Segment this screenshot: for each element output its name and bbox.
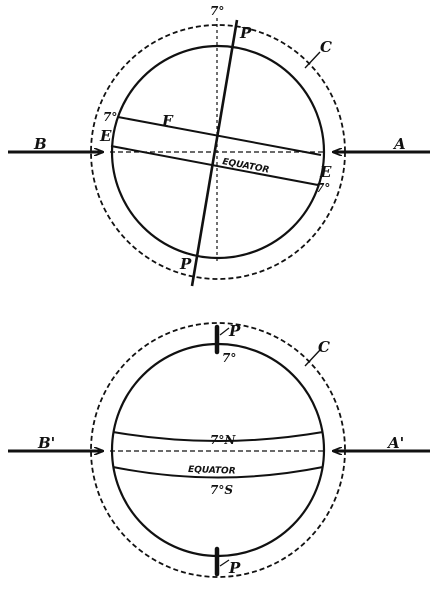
top-polar-axis [190,19,239,287]
top-equator-e-left-label: E [99,127,112,145]
top-band-f-label: F [161,112,174,130]
top-arrow-b-label: B [33,135,47,153]
bottom-pole-bottom-label: P [228,559,241,577]
bottom-c-pointer [304,349,321,367]
bottom-outer-dashed-circle [90,322,346,578]
top-arrow-a-label: A [392,135,406,153]
bottom-pole-bottom-pointer [219,559,230,567]
top-tilted-band-lower-line [110,145,319,186]
bottom-degree-pole-label: 7° [222,351,236,365]
bottom-band-north-label: 7°N [210,433,236,447]
top-figure: B A C P P F E E 7° 7° 7° EQUATOR [8,4,430,287]
bottom-band-upper-curve [112,431,324,442]
top-c-pointer [304,51,321,69]
top-degree-right-label: 7° [316,181,330,195]
bottom-inner-circle [110,342,326,558]
bottom-equator-text: EQUATOR [188,465,236,477]
bottom-figure: B' A' C P P 7° 7°N 7°S EQUATOR [8,322,430,578]
bottom-band-lower-curve [112,466,324,479]
bottom-pole-top-label: P [228,322,241,340]
bottom-arrow-b-prime-label: B' [37,434,55,452]
top-pole-top-label: P [239,24,252,42]
top-degree-left-label: 7° [103,110,117,124]
top-pole-bottom-label: P [179,255,192,273]
top-tilted-band-upper-line [117,116,322,156]
bottom-circle-c-label: C [318,338,330,356]
bottom-pole-top-pointer [219,327,230,336]
bottom-band-south-label: 7°S [210,483,233,497]
top-circle-c-label: C [320,38,332,56]
top-degree-top-label: 7° [210,4,224,18]
top-equator-text: EQUATOR [221,157,270,176]
top-equator-e-right-label: E [319,163,332,181]
bottom-arrow-a-prime-label: A' [386,434,404,452]
